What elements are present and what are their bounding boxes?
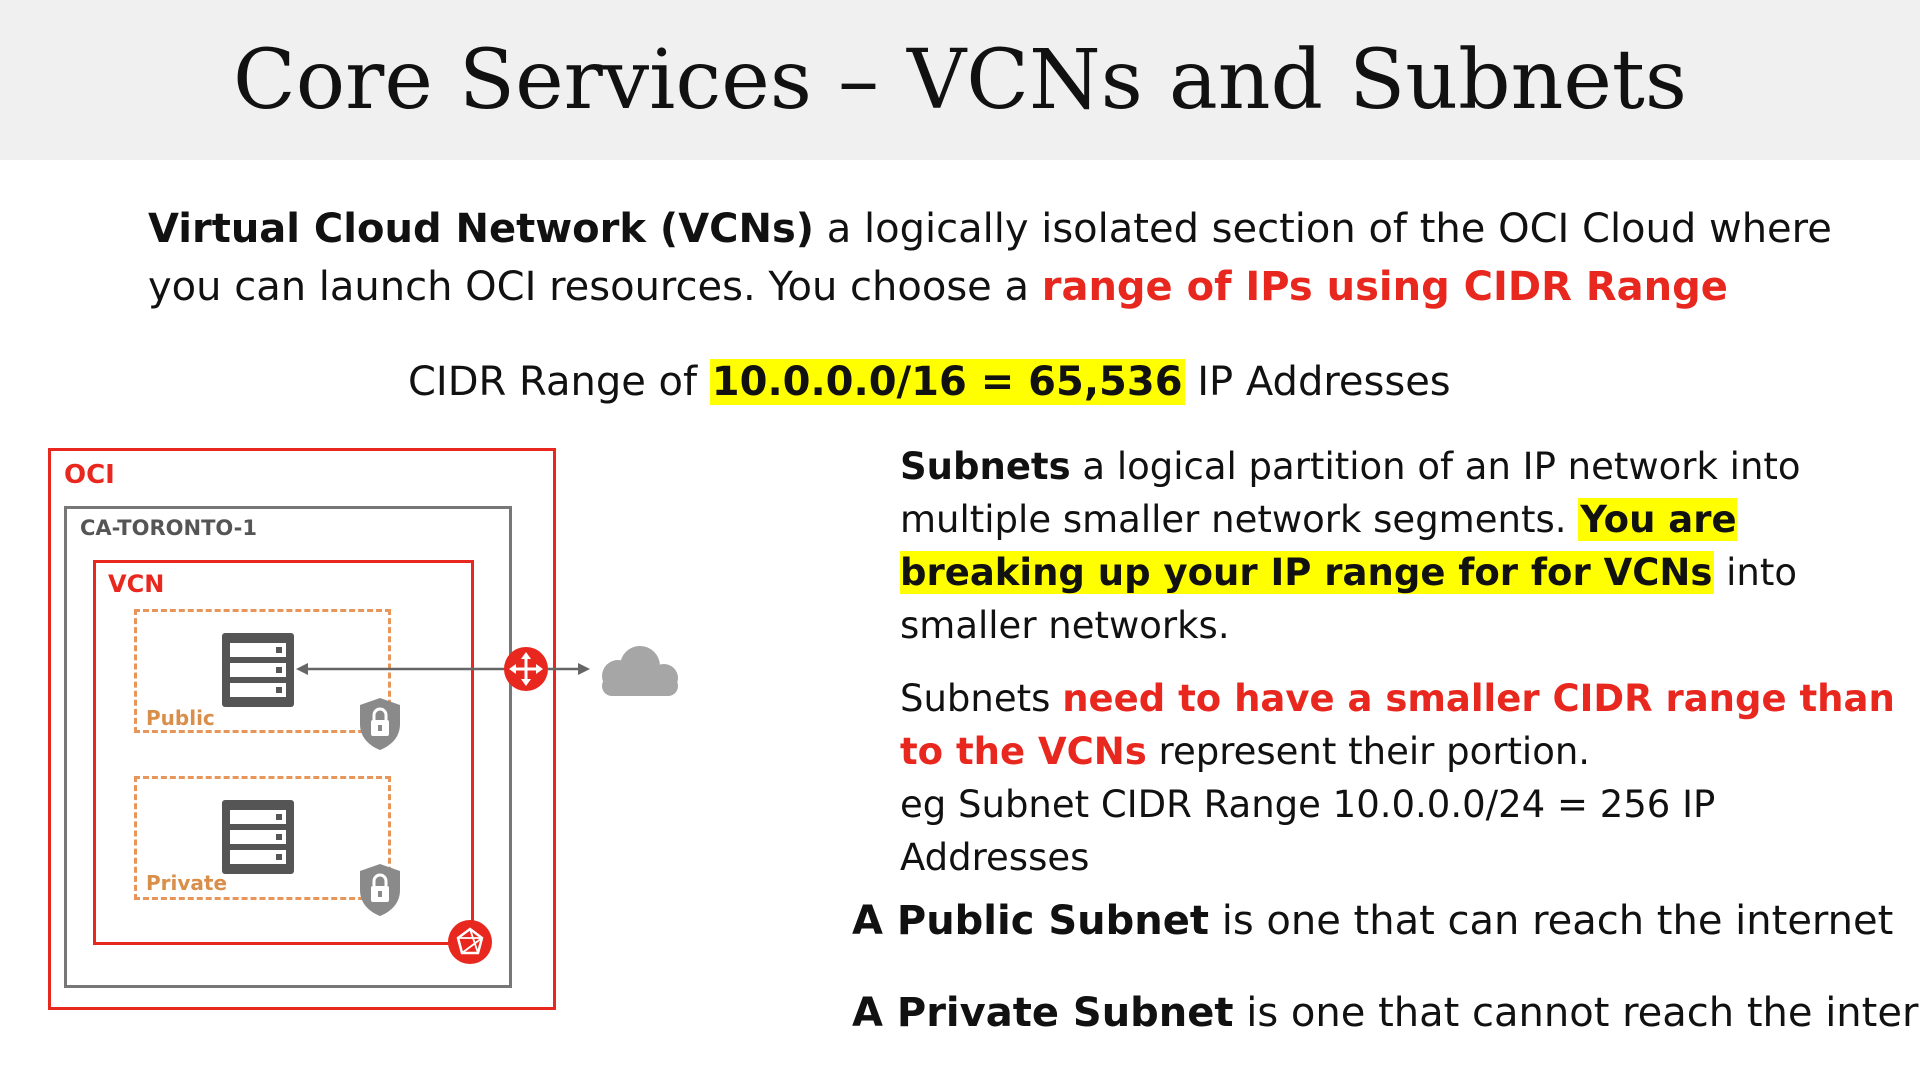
internet-gateway-icon <box>504 647 548 691</box>
lock-shield-icon <box>360 698 400 750</box>
public-subnet-term: A Public Subnet <box>852 898 1210 944</box>
private-subnet-note: A Private Subnet is one that cannot reac… <box>852 990 1920 1036</box>
public-subnet-boundary <box>134 609 391 733</box>
subnets-explanation: Subnets a logical partition of an IP net… <box>900 440 1900 884</box>
public-subnet-note: A Public Subnet is one that can reach th… <box>852 898 1893 944</box>
oci-network-diagram: OCI CA-TORONTO-1 VCN Public Private <box>0 440 720 1020</box>
subnet-example: eg Subnet CIDR Range 10.0.0.0/24 = 256 I… <box>900 783 1716 879</box>
region-boundary <box>64 506 512 988</box>
subnets-definition: Subnets a logical partition of an IP net… <box>900 440 1900 652</box>
subnets-rule-end: represent their portion. <box>1146 730 1591 773</box>
server-icon <box>222 800 294 874</box>
cidr-suffix: IP Addresses <box>1184 359 1451 405</box>
vcn-boundary <box>93 560 474 945</box>
subnets-term: Subnets <box>900 445 1071 488</box>
vcn-definition: Virtual Cloud Network (VCNs) a logically… <box>148 200 1848 316</box>
private-subnet-boundary <box>134 776 391 900</box>
public-subnet-label: Public <box>146 706 215 730</box>
slide-title: Core Services – VCNs and Subnets <box>0 0 1920 160</box>
private-subnet-label: Private <box>146 871 228 895</box>
oci-boundary <box>48 448 556 1010</box>
cloud-icon <box>602 646 678 696</box>
title-band <box>0 0 1920 160</box>
public-subnet-text: is one that can reach the internet <box>1209 898 1894 944</box>
private-subnet-term: A Private Subnet <box>852 990 1234 1036</box>
service-gateway-icon <box>448 920 492 964</box>
subnets-cidr-rule: Subnets need to have a smaller CIDR rang… <box>900 672 1900 778</box>
oci-label: OCI <box>64 460 115 490</box>
title-part-1: Core Services – <box>233 32 879 128</box>
lock-shield-icon <box>360 864 400 916</box>
connection-arrows <box>296 663 590 675</box>
vcn-description: a logically isolated section of the OCI … <box>148 206 1832 310</box>
title-part-2: VCNs and Subnets <box>906 32 1687 128</box>
vcn-term: Virtual Cloud Network (VCNs) <box>148 206 815 252</box>
cidr-range-line: CIDR Range of 10.0.0.0/16 = 65,536 IP Ad… <box>408 352 1451 412</box>
cidr-highlight: 10.0.0.0/16 = 65,536 <box>709 359 1185 405</box>
subnets-rule-start: Subnets <box>900 677 1063 720</box>
vcn-label: VCN <box>108 570 165 598</box>
cidr-prefix: CIDR Range of <box>408 359 710 405</box>
private-subnet-text: is one that cannot reach the internet <box>1233 990 1920 1036</box>
server-icon <box>222 633 294 707</box>
vcn-emphasis: range of IPs using CIDR Range <box>1041 264 1728 310</box>
subnets-description: a logical partition of an IP network int… <box>900 445 1801 541</box>
region-label: CA-TORONTO-1 <box>80 516 257 540</box>
subnets-description-end: into smaller networks. <box>900 551 1797 647</box>
subnets-rule-emphasis: need to have a smaller CIDR range than t… <box>900 677 1895 773</box>
